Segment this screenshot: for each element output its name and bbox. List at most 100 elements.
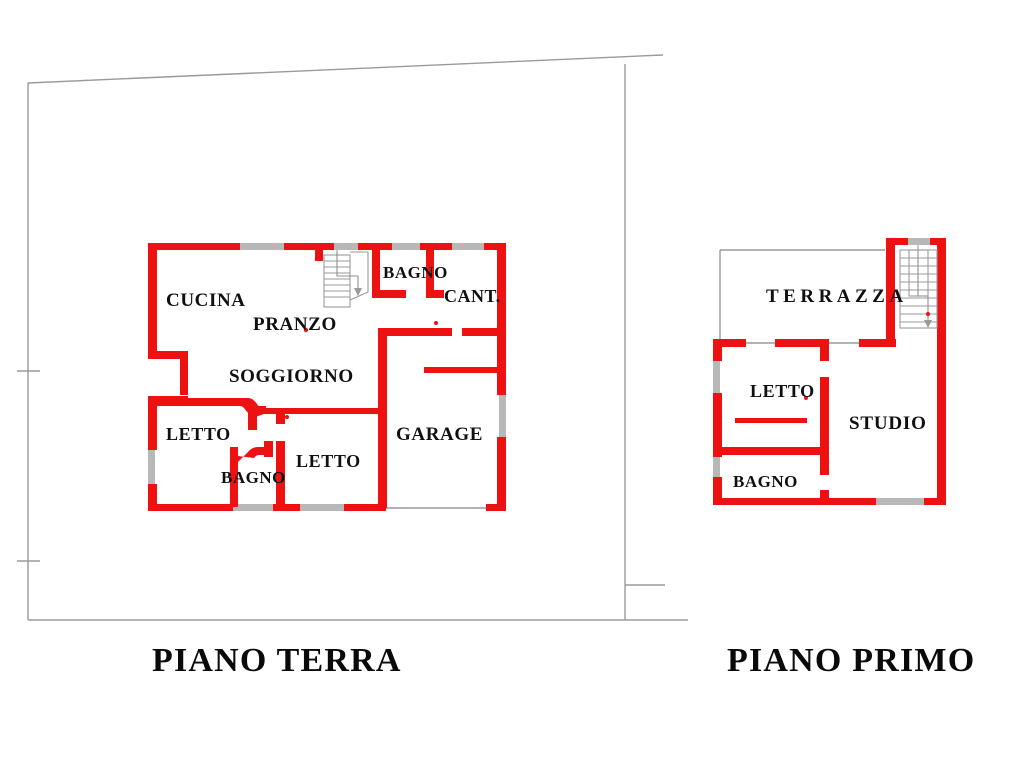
boundary-top-slant [27,54,664,84]
wall-bagno1-left [230,447,238,507]
ground-floor-openings [148,243,506,511]
wall-top-c [358,243,392,250]
wall-bagno-up-bottom [372,290,406,298]
floor-title-ground: PIANO TERRA [152,642,402,679]
wall-top-b [284,243,334,250]
window-top-cucina [240,243,284,250]
wall-fp-bottom-b [924,498,946,505]
wall-fp-terrace-bottom-c [859,339,896,347]
wall-fp-bottom-a [713,498,876,505]
wall-fp-terrace-bottom-b [775,339,821,347]
wall-fp-left-c [713,477,722,505]
wall-cant-inner-shelf [424,367,506,373]
wall-bottom-b [273,504,300,511]
wall-bagno1-corner-bevel [230,447,272,462]
wall-soggiorno-bottom [264,408,380,414]
wall-bagno1-top-stub [264,441,273,457]
plan-marker-dot-soggiorno [285,415,289,419]
wall-fp-bagno-right-stub [820,490,829,505]
first-floor-exterior-walls [713,238,946,505]
wall-fp-letto-bottom [722,447,820,455]
staircase-ground [323,250,369,308]
wall-bagno-up-bottom-2 [426,290,444,298]
wall-fp-left-b [713,393,722,457]
room-label-bagno-3: BAGNO [733,472,798,491]
wall-right-lower [497,437,506,511]
room-label-studio: STUDIO [849,413,927,434]
window-left-letto-fp [713,358,720,396]
stair-direction-arrow [354,288,362,296]
window-left-bagno-fp [713,455,720,479]
window-right-garage [499,395,506,437]
plan-marker-dot-letto2 [279,450,283,454]
wall-fp-terrace-bottom-a [713,339,746,347]
wall-top-a [148,243,240,250]
room-label-soggiorno: SOGGIORNO [229,366,354,387]
first-floor-plan [713,238,946,505]
plan-marker-dot-stairs-fp [926,312,930,316]
wall-left-jog-horizontal [148,351,188,359]
wall-stair-jamb-left [315,243,323,261]
property-boundary [27,54,688,621]
wall-left-upper [148,243,157,358]
wall-letto2-left-top-stub [276,408,285,424]
ground-floor-interior-walls [155,243,506,508]
wall-letto1-right-stub [248,410,257,430]
ground-floor-plan [148,243,506,511]
wall-garage-left [378,328,387,508]
wall-letto2-left [276,441,285,507]
wall-left-jog-vertical [180,351,188,395]
wall-left-lower-b [148,484,157,511]
garage-door-opening [386,507,486,509]
window-top-cantina [452,243,484,250]
room-label-letto-3: LETTO [750,381,815,401]
room-label-letto-1: LETTO [166,424,231,444]
window-left-letto [148,447,155,487]
wall-cant-garage-a [380,328,452,336]
stair-direction-line-fp [917,250,929,322]
wall-fp-top-a [886,238,908,245]
plan-marker-dot-cantina [434,321,438,325]
room-label-letto-2: LETTO [296,451,361,471]
wall-bottom-a [148,504,233,511]
room-label-terrazza: TERRAZZA [766,286,908,307]
first-floor-interior-walls [722,339,829,505]
wall-letto1-top [155,398,247,406]
wall-fp-stairwell-left [886,238,895,346]
room-label-bagno-2: BAGNO [383,263,448,282]
window-top-stairs [334,243,358,250]
window-top-stairs-fp [908,238,930,245]
room-label-cantina: CANT. [444,286,501,306]
furniture-line-letto-fp [735,418,807,423]
stair-direction-arrow-fp [924,320,932,328]
wall-bagno-up-left [372,250,380,297]
stair-direction-line [336,252,359,290]
room-label-cucina: CUCINA [166,290,246,311]
wall-bagno-up-right [426,250,434,298]
plan-marker-dot-letto-fp [804,396,808,400]
wall-letto1-corner-bevel [240,398,264,418]
room-label-garage: GARAGE [396,424,483,445]
wall-left-lower-a [148,398,157,450]
wall-bottom-garage-right [486,504,506,511]
stair-landing-outline [349,251,369,301]
plan-marker-dot-pranzo [303,327,309,333]
staircase-first [899,245,938,329]
window-bottom-letto [300,504,344,511]
wall-fp-right [937,238,946,505]
room-label-bagno-1: BAGNO [221,468,286,487]
wall-bottom-c [344,504,386,511]
wall-fp-left-a [713,339,722,361]
window-top-bagno [392,243,420,250]
floor-title-first: PIANO PRIMO [727,642,976,679]
window-bottom-studio-fp [874,498,926,505]
wall-cant-garage-b [462,328,506,336]
wall-fp-letto-right [820,377,829,475]
first-floor-openings [713,238,930,505]
window-bottom-bagno [233,504,273,511]
room-label-pranzo: PRANZO [253,314,337,335]
wall-fp-letto-right-top [820,339,829,361]
wall-top-e [484,243,506,250]
